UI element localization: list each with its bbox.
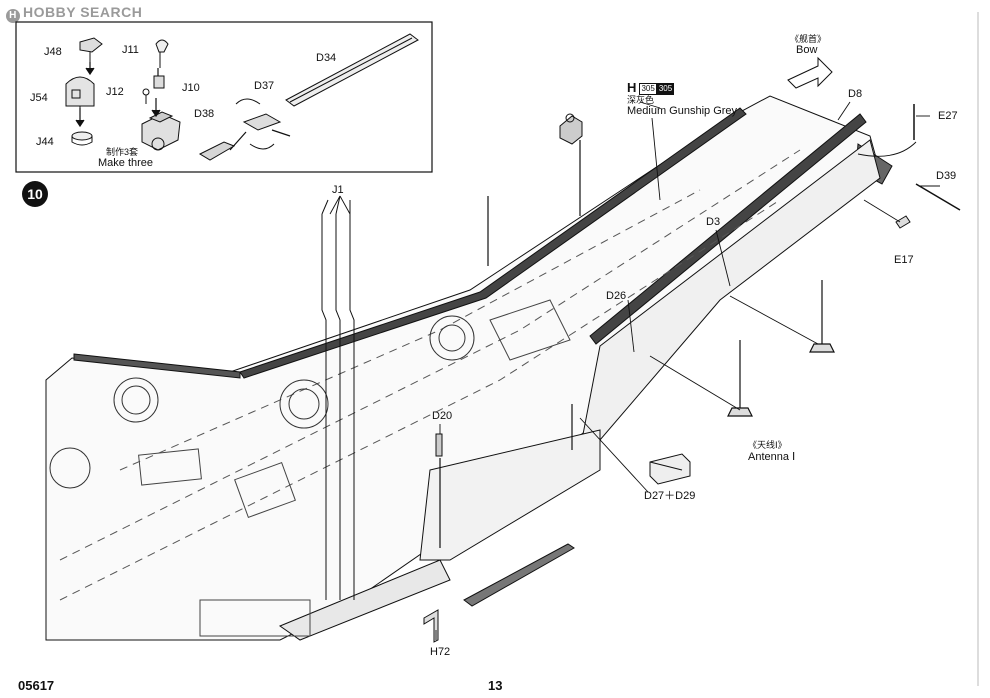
bow-label-cn: 《舰首》 [790,34,827,44]
radar-icon [559,113,583,145]
part-d37-icon [235,98,282,150]
label-j12: J12 [106,86,124,98]
page-number: 13 [488,678,503,693]
part-j12-icon [142,88,150,104]
label-d27-d29: D27＋D29 [644,490,696,502]
bow-arrow-icon [787,56,833,89]
make-three-cn: 制作3套 [106,147,139,157]
deck-elevators [138,299,571,637]
turret-assembly-icon [141,111,181,151]
label-j44: J44 [36,136,54,148]
label-d8: D8 [848,88,863,100]
part-j11-icon [155,39,169,68]
paint-letter: H [627,80,637,95]
lifeboat-icon [463,543,575,607]
inset-frame [15,21,433,173]
label-d39: D39 [936,170,957,182]
part-j1-icon [321,195,355,600]
step-number-badge: 10 [22,181,48,207]
part-j10-icon [153,75,165,89]
label-h72: H72 [430,646,451,658]
part-h72-icon [423,609,439,643]
paint-code-filled: 305 [656,83,675,95]
deck-spot-icons [49,315,475,489]
label-d3: D3 [706,216,721,228]
watermark-text: HOBBY SEARCH [23,4,143,20]
paint-name-en: Medium Gunship Grey [627,105,738,117]
part-d34-icon [285,33,419,107]
label-j11: J11 [122,44,139,56]
part-j48-icon [79,37,103,62]
part-d20-icon [435,433,443,457]
label-j1: J1 [332,184,344,196]
label-d20: D20 [432,410,453,422]
part-d27-d29-icon [649,453,691,485]
label-d26: D26 [606,290,627,302]
label-j54: J54 [30,92,48,104]
make-three-en: Make three [98,157,154,169]
paint-code-outline: 305 [639,83,657,95]
antenna-masts [439,140,835,548]
part-d38-icon [198,141,236,161]
label-d34: D34 [316,52,337,64]
paint-name-cn: 深灰色 [627,95,655,105]
label-d37: D37 [254,80,275,92]
label-d38: D38 [194,108,215,120]
flight-deck [45,95,893,641]
label-e27: E27 [938,110,958,122]
part-j44-icon [71,131,93,146]
part-e17-icon [895,215,911,229]
label-j10: J10 [182,82,200,94]
product-code: 05617 [18,678,55,693]
label-e17: E17 [894,254,914,266]
part-d39-icon [915,183,961,211]
watermark-logo-icon: H [6,9,20,23]
bow-label-en: Bow [796,44,818,56]
label-j48: J48 [44,46,62,58]
antenna-label-en: Antenna Ⅰ [748,451,796,463]
antenna-label-cn: 《天线Ⅰ》 [748,440,787,450]
